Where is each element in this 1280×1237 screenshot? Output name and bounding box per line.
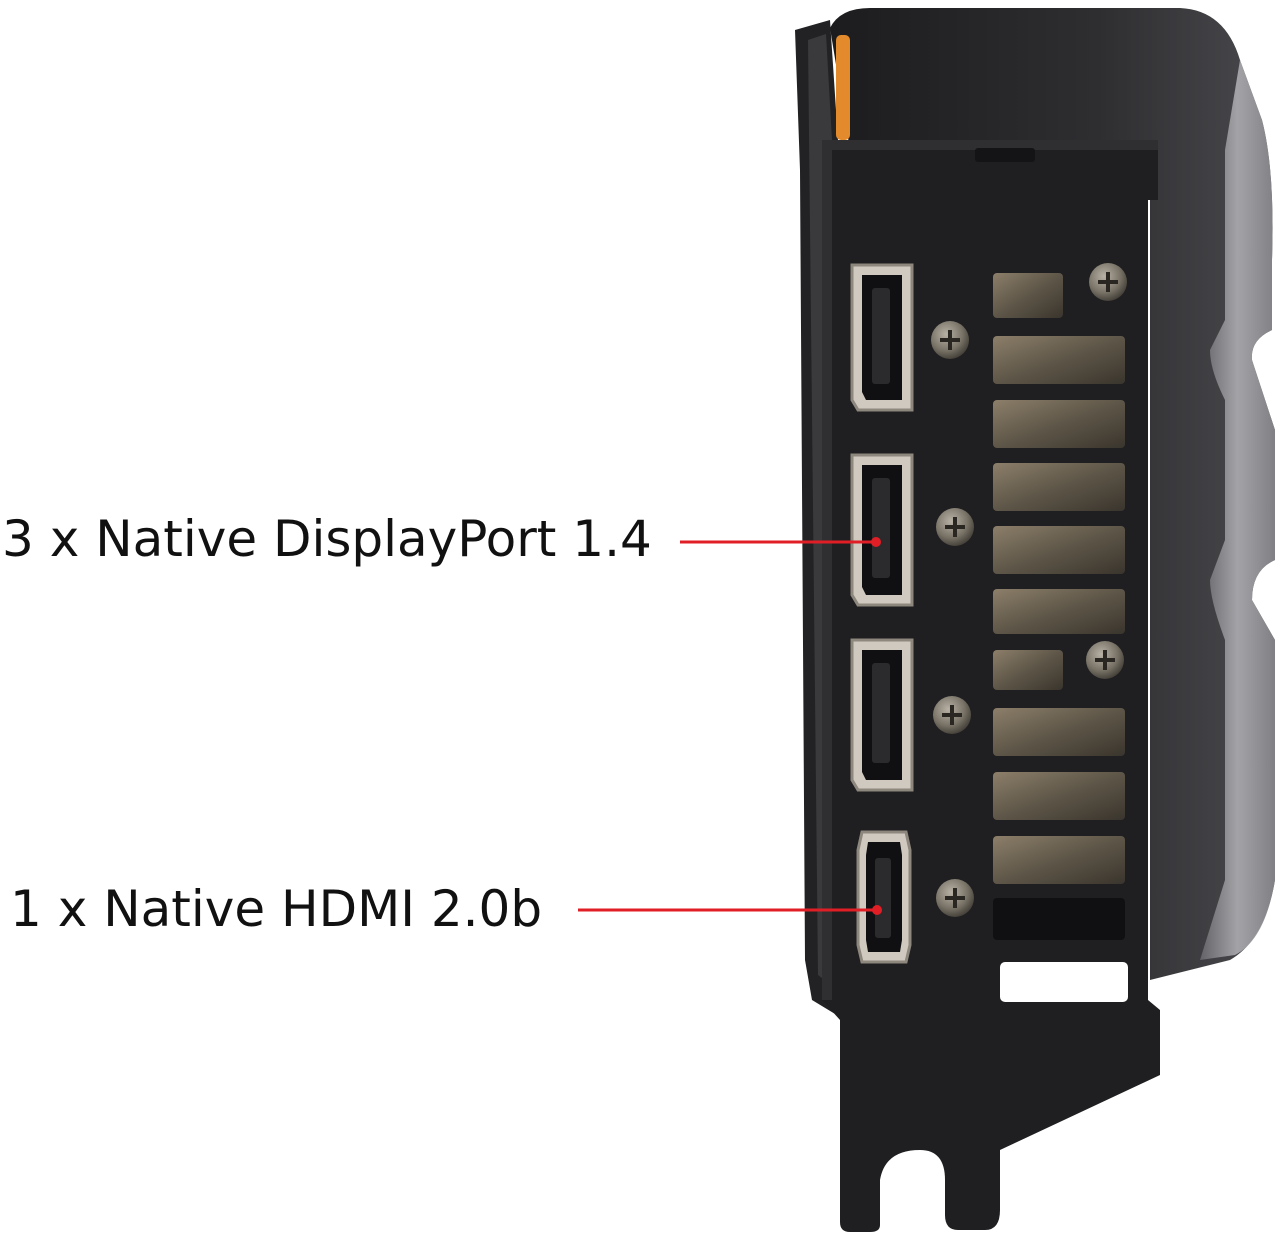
- orange-accent: [836, 35, 850, 140]
- displayport-connector-icon: [850, 263, 914, 412]
- callout-line-displayport: [680, 537, 881, 547]
- screw-icon: [936, 879, 974, 917]
- hdmi-connector-icon: [856, 830, 912, 964]
- screw-icon: [936, 508, 974, 546]
- displayport-callout-label: 3 x Native DisplayPort 1.4: [2, 510, 652, 568]
- hdmi-callout-label: 1 x Native HDMI 2.0b: [10, 880, 543, 938]
- screw-icon: [933, 696, 971, 734]
- cooler-shroud: [830, 8, 1275, 980]
- vent-slots: [993, 273, 1128, 1002]
- screw-icon: [931, 321, 969, 359]
- callout-line-hdmi: [578, 905, 882, 915]
- displayport-connector-icon: [850, 638, 914, 792]
- screw-icon: [1089, 263, 1127, 301]
- screw-icon: [1086, 641, 1124, 679]
- displayport-connector-icon: [850, 453, 914, 607]
